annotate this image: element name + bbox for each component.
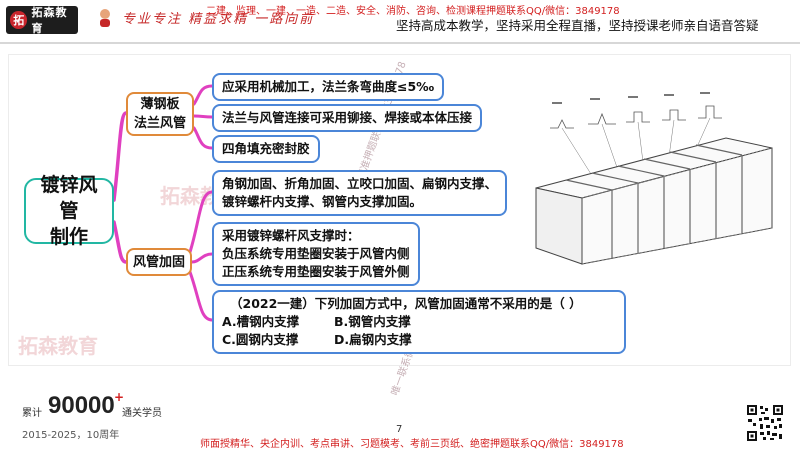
page-number: 7 [396, 424, 403, 435]
footer-student-count: 90000 [48, 392, 115, 419]
leaf-threaded-rod-support: 采用镀锌螺杆风支撑时： 负压系统专用垫圈安装于风管内侧 正压系统专用垫圈安装于风… [212, 222, 420, 286]
option-d: D.扁钢内支撑 [334, 332, 412, 347]
header-contact-line: 二建、监理、一建、一造、二造、安全、消防、咨询、检测课程押题联系QQ/微信：38… [206, 6, 620, 17]
leaf-support-line-3: 正压系统专用垫圈安装于风管外侧 [222, 264, 410, 279]
leaf-flange-connection: 法兰与风管连接可采用铆接、焊接或本体压接 [212, 104, 483, 132]
branch-thin-steel-flange: 薄钢板法兰风管 [126, 92, 194, 136]
brand-logo-icon: 拓 [10, 11, 28, 29]
leaf-support-line-1: 采用镀锌螺杆风支撑时： [222, 228, 360, 243]
option-c: C.圆钢内支撑 [222, 332, 299, 347]
leaf-flange-machining: 应采用机械加工，法兰条弯曲度≤5‰ [212, 73, 445, 101]
duct-reinforcement-diagram [535, 92, 773, 265]
leaf-reinforcement-methods: 角钢加固、折角加固、立咬口加固、扁钢内支撑、 镀锌螺杆内支撑、钢管内支撑加固。 [212, 170, 508, 216]
option-b: B.钢管内支撑 [334, 314, 411, 329]
footer-student-label: 通关学员 [122, 408, 162, 419]
brand-logo: 拓 拓森教育 [6, 6, 78, 35]
leaf-reinforcement-line-1: 角钢加固、折角加固、立咬口加固、扁钢内支撑、 [222, 176, 498, 191]
branch-duct-reinforcement: 风管加固 [126, 248, 192, 276]
footer-contact-line: 师面授精华、央企内训、考点串讲、习题模考、考前三页纸、绝密押题联系QQ/微信：3… [200, 439, 624, 450]
question-options-row-1: A.槽钢内支撑 B.钢管内支撑 [222, 313, 616, 331]
qr-code-icon [746, 404, 784, 442]
brand-slogan: 专业专注 精益求精 一路向前 [122, 12, 315, 27]
watermark-logo-2: 拓森教育 [18, 334, 98, 358]
header-motto: 坚持高成本教学，坚持采用全程直播，坚持授课老师亲自语音答疑 [396, 18, 759, 33]
footer-years: 2015-2025，10周年 [22, 430, 120, 441]
leaf-support-line-2: 负压系统专用垫圈安装于风管内侧 [222, 246, 410, 261]
option-a: A.槽钢内支撑 [222, 314, 300, 329]
brand-name: 拓森教育 [31, 6, 68, 35]
exam-question-card: （2022一建）下列加固方式中，风管加固通常不采用的是（ ） A.槽钢内支撑 B… [212, 290, 626, 354]
leaf-reinforcement-line-2: 镀锌螺杆内支撑、钢管内支撑加固。 [222, 194, 423, 209]
question-options-row-2: C.圆钢内支撑 D.扁钢内支撑 [222, 331, 616, 349]
footer-plus: + [114, 390, 125, 404]
leaf-corner-sealant: 四角填充密封胶 [212, 135, 320, 163]
mindmap-root: 镀锌风管制作 [24, 174, 114, 248]
mascot-icon [100, 9, 110, 27]
footer-cumulative-label: 累计 [22, 408, 42, 419]
header-divider [0, 42, 800, 44]
question-stem: （2022一建）下列加固方式中，风管加固通常不采用的是（ ） [230, 296, 582, 311]
